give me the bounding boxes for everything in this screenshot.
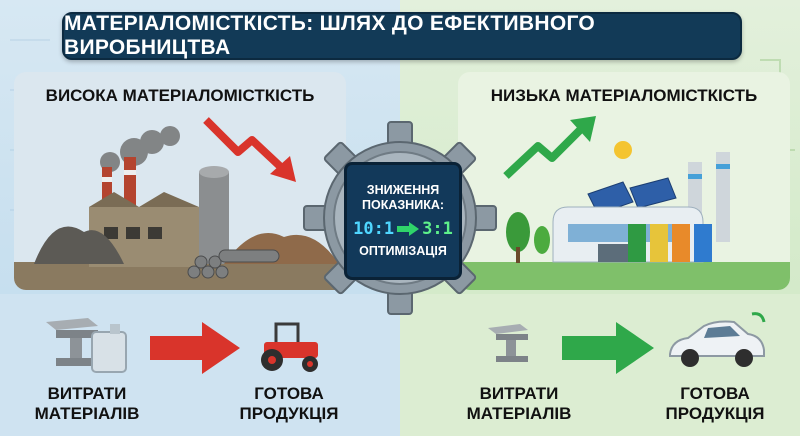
display-line-3: ОПТИМІЗАЦІЯ xyxy=(359,244,447,258)
red-flow-arrow-icon xyxy=(150,322,240,374)
ratio-display: ЗНИЖЕННЯ ПОКАЗНИКА: 10:1 3:1 ОПТИМІЗАЦІЯ xyxy=(344,162,462,280)
title-banner: МАТЕРІАЛОМІСТКІСТЬ: ШЛЯХ ДО ЕФЕКТИВНОГО … xyxy=(62,12,742,60)
red-down-arrow-icon xyxy=(203,117,296,182)
recycle-bin-icon xyxy=(628,224,712,262)
ratio-new: 3:1 xyxy=(422,219,453,239)
low-material-heading: НИЗЬКА МАТЕРІАЛОМІСТКІСТЬ xyxy=(490,86,758,105)
green-flow-arrow-icon xyxy=(562,322,654,374)
right-input-label: ВИТРАТИ МАТЕРІАЛІВ xyxy=(466,384,572,423)
bottom-right-area xyxy=(400,294,800,436)
steel-beam-icon xyxy=(46,318,98,366)
high-material-heading: ВИСОКА МАТЕРІАЛОМІСТКІСТЬ xyxy=(45,86,315,105)
page-title: МАТЕРІАЛОМІСТКІСТЬ: ШЛЯХ ДО ЕФЕКТИВНОГО … xyxy=(64,12,596,59)
low-material-panel: НИЗЬКА МАТЕРІАЛОМІСТКІСТЬ xyxy=(458,72,790,290)
display-line-1: ЗНИЖЕННЯ xyxy=(366,183,440,197)
factory-icon xyxy=(14,126,346,290)
green-up-arrow-icon xyxy=(503,116,596,179)
eco-factory-icon xyxy=(458,141,790,290)
right-output-label: ГОТОВА ПРОДУКЦІЯ xyxy=(665,384,765,423)
tractor-icon xyxy=(261,322,318,372)
steel-beam-small-icon xyxy=(488,324,528,362)
ratio-row: 10:1 3:1 xyxy=(353,219,453,239)
left-input-label: ВИТРАТИ МАТЕРІАЛІВ xyxy=(34,384,140,423)
left-output-label: ГОТОВА ПРОДУКЦІЯ xyxy=(239,384,339,423)
ratio-arrow-icon xyxy=(397,222,420,236)
electric-car-icon xyxy=(669,312,766,367)
canister-icon xyxy=(91,324,127,373)
ratio-old: 10:1 xyxy=(353,219,395,239)
display-line-2: ПОКАЗНИКА: xyxy=(361,198,445,212)
high-material-panel: ВИСОКА МАТЕРІАЛОМІСТКІСТЬ xyxy=(14,72,346,290)
